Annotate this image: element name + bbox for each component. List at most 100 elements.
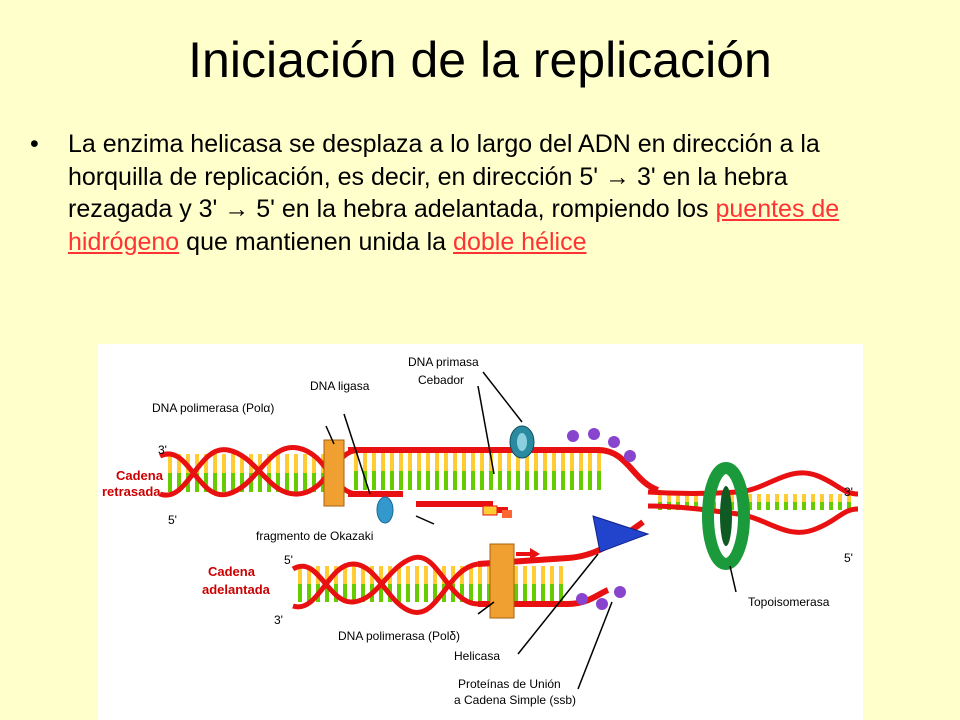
label-helicasa: Helicasa xyxy=(454,649,500,663)
base-pair-half xyxy=(784,502,788,510)
base-pair-half xyxy=(820,494,824,502)
bullet-text-middle: que mantienen unida la xyxy=(179,227,454,256)
label-cadena-retrasada-line1: Cadena xyxy=(116,468,164,483)
base-pair-half xyxy=(408,452,412,471)
base-pair-half xyxy=(298,566,302,584)
base-pair-half xyxy=(352,566,356,584)
base-pair-half xyxy=(847,502,851,510)
pointer-lines xyxy=(325,371,737,690)
base-pair-half xyxy=(478,566,482,584)
label-ssb-line2: a Cadena Simple (ssb) xyxy=(454,693,576,707)
label-cadena-retrasada-line2: retrasada xyxy=(102,484,161,499)
base-pair-half xyxy=(694,494,698,502)
base-pair-half xyxy=(838,502,842,510)
base-pair-half xyxy=(372,471,376,490)
base-pair-half xyxy=(685,494,689,502)
base-pair-half xyxy=(516,452,520,471)
base-pair-half xyxy=(559,584,563,602)
base-pair-half xyxy=(408,471,412,490)
base-pair-half xyxy=(222,454,226,473)
base-pair-half xyxy=(399,471,403,490)
base-pair-half xyxy=(523,584,527,602)
base-pair-half xyxy=(694,502,698,510)
base-pair-half xyxy=(811,494,815,502)
base-pair-half xyxy=(541,584,545,602)
label-dna-primasa: DNA primasa xyxy=(408,355,479,369)
base-pair-half xyxy=(757,494,761,502)
base-pair-half xyxy=(390,471,394,490)
base-pair-half xyxy=(541,566,545,584)
base-pair-half xyxy=(570,452,574,471)
base-pair-half xyxy=(847,494,851,502)
base-pair-half xyxy=(177,454,181,473)
prime-upper-left-top: 3' xyxy=(158,443,167,457)
label-dna-ligasa: DNA ligasa xyxy=(310,379,370,393)
base-pair-half xyxy=(775,502,779,510)
base-pair-half xyxy=(213,473,217,492)
link-doble-helice[interactable]: doble hélice xyxy=(453,227,587,256)
base-pair-half xyxy=(579,471,583,490)
base-pair-half xyxy=(667,494,671,502)
label-cadena-adelantada-line2: adelantada xyxy=(202,582,271,597)
base-pair-half xyxy=(195,473,199,492)
base-pair-half xyxy=(469,584,473,602)
base-pair-half xyxy=(487,584,491,602)
base-pair-half xyxy=(397,584,401,602)
slide-title: Iniciación de la replicación xyxy=(188,32,772,88)
base-pair-half xyxy=(588,471,592,490)
base-pair-half xyxy=(559,566,563,584)
base-pair-half xyxy=(435,452,439,471)
label-ssb-line1: Proteínas de Unión xyxy=(458,677,561,691)
base-pair-half xyxy=(294,454,298,473)
base-pair-half xyxy=(552,452,556,471)
base-pair-half xyxy=(361,584,365,602)
ssb-proteins xyxy=(567,428,636,610)
base-pair-half xyxy=(298,584,302,602)
base-pair-half xyxy=(820,502,824,510)
base-pair-half xyxy=(757,502,761,510)
label-fragmento-okazaki: fragmento de Okazaki xyxy=(256,529,373,543)
base-pair-half xyxy=(294,473,298,492)
base-pair-half xyxy=(579,452,583,471)
base-pair-half xyxy=(489,471,493,490)
base-pair-half xyxy=(730,502,734,510)
base-pair-half xyxy=(195,454,199,473)
base-pair-half xyxy=(381,452,385,471)
base-pair-half xyxy=(451,566,455,584)
base-pair-half xyxy=(534,452,538,471)
dna-polimerasa-alpha xyxy=(323,439,345,507)
base-pair-half xyxy=(478,584,482,602)
base-pair-half xyxy=(766,494,770,502)
base-pair-half xyxy=(793,494,797,502)
prime-lower-left-top: 5' xyxy=(284,553,293,567)
prime-right-top: 3' xyxy=(844,485,853,499)
base-pair-half xyxy=(433,566,437,584)
base-pair-half xyxy=(748,494,752,502)
base-pair-half xyxy=(372,452,376,471)
base-pair-half xyxy=(507,452,511,471)
base-pair-half xyxy=(424,566,428,584)
label-cadena-adelantada-line1: Cadena xyxy=(208,564,256,579)
base-pair-half xyxy=(240,454,244,473)
dna-ligasa xyxy=(376,496,394,524)
base-pair-half xyxy=(390,452,394,471)
bullet-text: La enzima helicasa se desplaza a lo larg… xyxy=(68,128,868,258)
base-pair-half xyxy=(658,494,662,502)
base-pair-half xyxy=(285,473,289,492)
base-pair-half xyxy=(415,566,419,584)
base-pair-half xyxy=(177,473,181,492)
base-pair-half xyxy=(460,584,464,602)
base-pair-half xyxy=(267,454,271,473)
base-pair-half xyxy=(258,454,262,473)
link-puentes-hidrogeno[interactable]: puentes de hidrógeno xyxy=(68,195,840,256)
base-pair-half xyxy=(444,452,448,471)
base-pair-half xyxy=(676,494,680,502)
prime-right-bottom: 5' xyxy=(844,551,853,565)
helicasa xyxy=(592,515,650,553)
base-pair-half xyxy=(802,502,806,510)
base-pair-half xyxy=(597,471,601,490)
base-pair-half xyxy=(480,452,484,471)
base-pair-half xyxy=(325,584,329,602)
base-pair-half xyxy=(399,452,403,471)
base-pair-half xyxy=(303,473,307,492)
